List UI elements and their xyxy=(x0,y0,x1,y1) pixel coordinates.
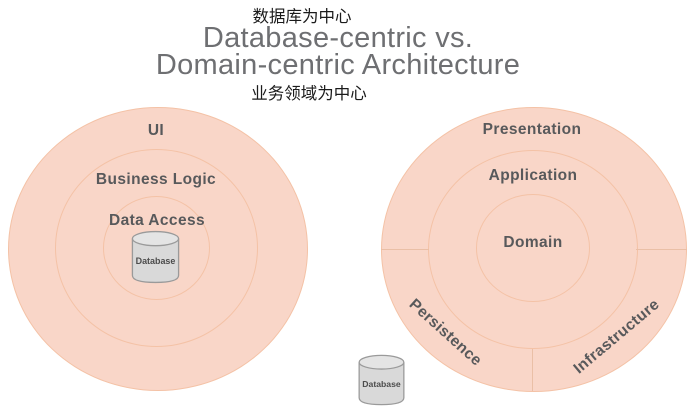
layer-label-business-logic: Business Logic xyxy=(95,171,217,188)
page-title: Database-centric vs.Domain-centric Archi… xyxy=(155,22,521,81)
layer-label-application: Application xyxy=(488,167,578,184)
database-label: Database xyxy=(136,256,176,266)
database-cylinder-body xyxy=(358,362,405,406)
external-database-icon: Database xyxy=(358,354,405,406)
layer-label-data-access: Data Access xyxy=(108,212,206,229)
database-cylinder-top xyxy=(131,230,180,247)
sector-divider-left xyxy=(381,249,429,251)
database-cylinder-top xyxy=(358,354,405,370)
sector-divider-bottom xyxy=(532,349,534,391)
left-inner-circle xyxy=(103,196,210,300)
caption-database-centric: 数据库为中心 xyxy=(252,8,352,26)
database-label: Database xyxy=(362,379,401,389)
layer-label-ui: UI xyxy=(147,122,165,139)
right-inner-circle xyxy=(476,194,590,302)
database-cylinder-body xyxy=(131,238,180,284)
layer-label-presentation: Presentation xyxy=(482,121,582,138)
database-icon: Database xyxy=(131,230,180,284)
layer-label-domain: Domain xyxy=(503,234,563,251)
title-line-2: Domain-centric Architecture xyxy=(155,48,521,81)
left-middle-ring xyxy=(55,149,258,347)
caption-domain-centric: 业务领域为中心 xyxy=(251,85,367,103)
title-line-1: Database-centric vs. xyxy=(202,22,474,54)
sector-divider-right xyxy=(636,249,687,251)
